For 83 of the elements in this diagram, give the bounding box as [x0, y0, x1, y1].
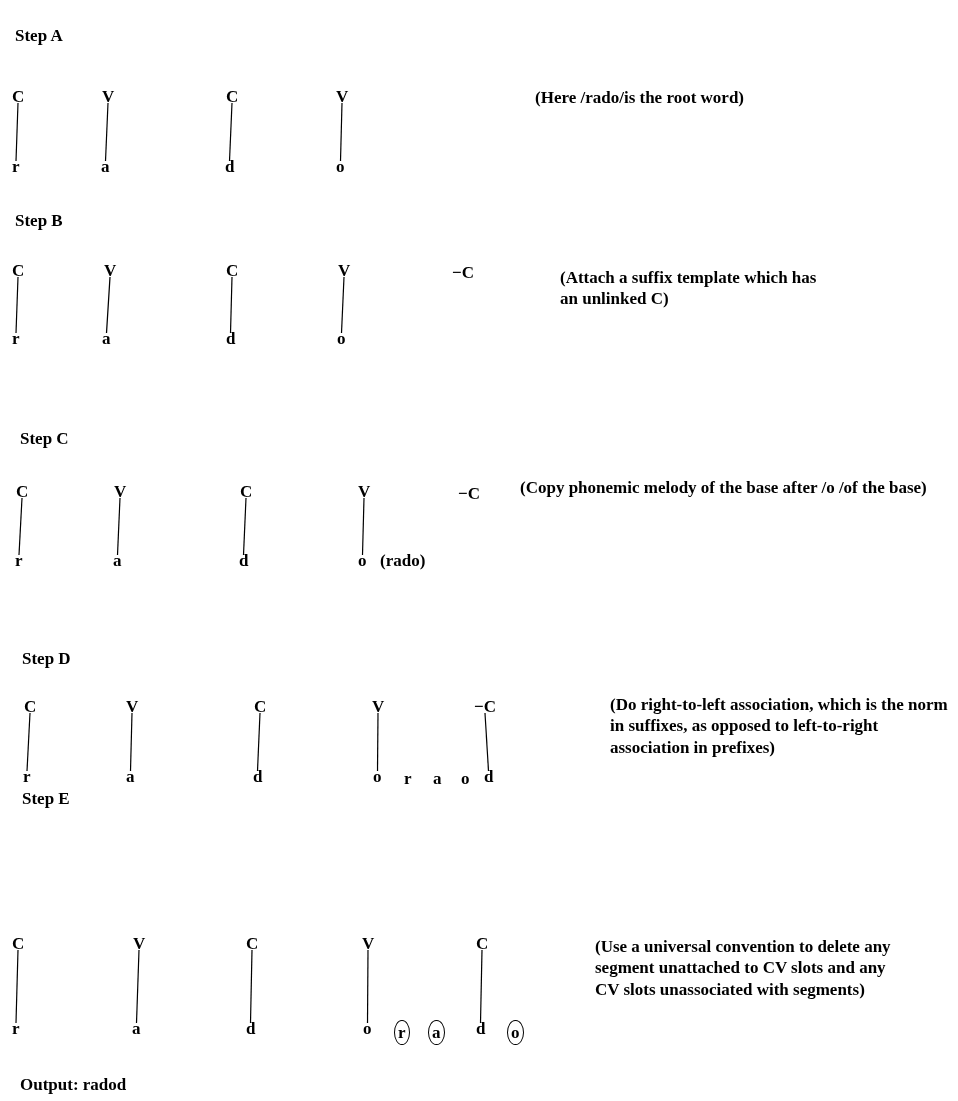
- cv-slot: V: [336, 88, 349, 105]
- association-line: [242, 497, 247, 556]
- segment-letter: o: [363, 1020, 372, 1037]
- association-line: [256, 712, 261, 772]
- segment-letter: d: [246, 1020, 256, 1037]
- cv-slot: V: [102, 88, 115, 105]
- cv-slot: V: [133, 935, 146, 952]
- segment-letter: a: [132, 1020, 141, 1037]
- cv-slot: C: [12, 88, 25, 105]
- text-label: (Use a universal convention to delete any segment unattached to CV slots and any CV slots unassociated with segments): [595, 936, 892, 1000]
- segment-letter: d: [476, 1020, 486, 1037]
- association-line: [376, 712, 379, 772]
- segment-letter: r: [12, 330, 20, 347]
- association-line: [18, 497, 23, 556]
- segment-letter: o: [337, 330, 346, 347]
- cv-slot: −C: [474, 698, 496, 715]
- cv-slot: C: [476, 935, 489, 952]
- text-label: (Here /rado/is the root word): [535, 87, 744, 109]
- text-label: (Do right-to-left association, which is the norm in suffixes, as opposed to left-to-right association in prefixes): [610, 694, 949, 758]
- cv-slot: C: [226, 262, 239, 279]
- text-label: a: [433, 768, 442, 790]
- association-line: [484, 712, 490, 772]
- association-line: [105, 276, 111, 334]
- cv-slot: C: [254, 698, 267, 715]
- association-line: [479, 949, 483, 1024]
- association-line: [26, 712, 31, 772]
- association-line: [228, 102, 233, 162]
- association-line: [361, 497, 365, 556]
- association-line: [249, 949, 253, 1024]
- segment-letter: o: [373, 768, 382, 785]
- association-line: [15, 276, 19, 334]
- text-label: Step E: [22, 788, 70, 810]
- cv-slot: V: [126, 698, 139, 715]
- text-label: Step C: [20, 428, 69, 450]
- cv-slot: C: [24, 698, 37, 715]
- segment-letter: d: [484, 768, 494, 785]
- association-line: [15, 949, 19, 1024]
- text-label: (rado): [380, 550, 426, 572]
- cv-slot: V: [362, 935, 375, 952]
- segment-letter: r: [15, 552, 23, 569]
- text-label: Step D: [22, 648, 71, 670]
- cv-slot: V: [338, 262, 351, 279]
- association-line: [116, 497, 121, 556]
- text-label: (Attach a suffix template which has an unlinked C): [560, 267, 818, 310]
- association-line: [135, 949, 140, 1024]
- cv-slot: V: [358, 483, 371, 500]
- cv-slot: C: [12, 935, 25, 952]
- cv-slot: V: [114, 483, 127, 500]
- segment-letter: r: [12, 158, 20, 175]
- text-label: (Copy phonemic melody of the base after /o /of the base): [520, 477, 928, 499]
- association-line: [104, 102, 109, 162]
- text-label: −C: [458, 483, 480, 505]
- segment-letter: a: [126, 768, 135, 785]
- segment-letter: r: [12, 1020, 20, 1037]
- text-label: o: [461, 768, 470, 790]
- segment-letter: o: [358, 552, 367, 569]
- cv-slot: V: [372, 698, 385, 715]
- segment-letter: r: [23, 768, 31, 785]
- text-label: r: [404, 768, 412, 790]
- cv-slot: C: [226, 88, 239, 105]
- text-label: Output: radod: [20, 1074, 127, 1096]
- cv-slot: C: [240, 483, 253, 500]
- association-line: [229, 276, 233, 334]
- segment-letter: o: [336, 158, 345, 175]
- segment-letter: a: [102, 330, 111, 347]
- cv-slot: C: [16, 483, 29, 500]
- segment-letter: d: [239, 552, 249, 569]
- cv-slot: V: [104, 262, 117, 279]
- segment-letter: d: [225, 158, 235, 175]
- association-line: [339, 102, 343, 162]
- association-line: [366, 949, 369, 1024]
- text-label: −C: [452, 262, 474, 284]
- segment-letter: d: [253, 768, 263, 785]
- text-label: Step A: [15, 25, 63, 47]
- cv-slot: C: [246, 935, 259, 952]
- segment-letter: d: [226, 330, 236, 347]
- text-label: Step B: [15, 210, 63, 232]
- cv-slot: C: [12, 262, 25, 279]
- association-line: [129, 712, 133, 772]
- association-line: [340, 276, 345, 334]
- association-line: [15, 102, 19, 162]
- segment-letter: a: [101, 158, 110, 175]
- segment-letter: a: [113, 552, 122, 569]
